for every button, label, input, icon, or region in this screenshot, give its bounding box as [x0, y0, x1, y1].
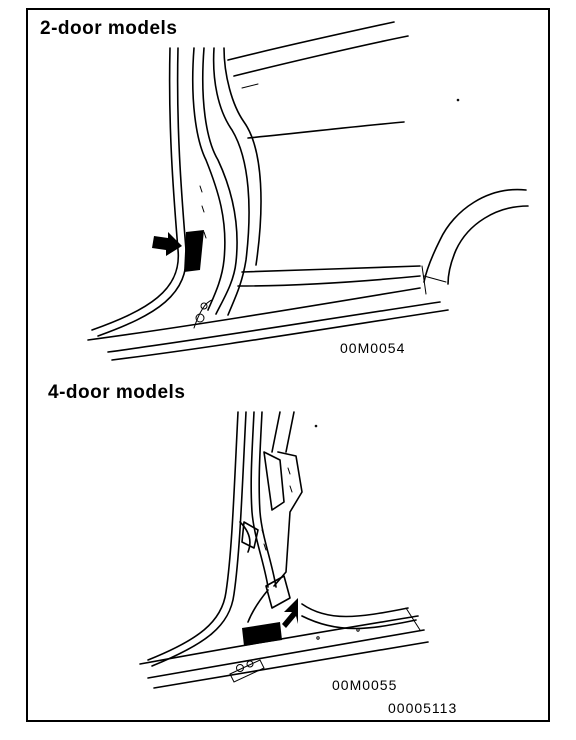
- heading-4-door: 4-door models: [48, 382, 186, 403]
- pillar-diagram-2-door: [87, 21, 529, 361]
- figure-code-2-door: 00M0054: [340, 340, 406, 356]
- figure-code-4-door: 00M0055: [332, 677, 398, 693]
- label-plate-2-door: [184, 230, 204, 272]
- label-plate-4-door: [242, 622, 282, 646]
- pillar-diagram-4-door: [139, 411, 429, 689]
- panel-2-door: 2-door models 00M0054: [28, 10, 548, 372]
- figure-footer-code: 00005113: [388, 700, 458, 716]
- panel-4-door: 4-door models 00M0055 00005113: [28, 372, 548, 722]
- heading-2-door: 2-door models: [40, 18, 178, 39]
- pointer-arrow-4-door-icon: [282, 598, 298, 628]
- figure-frame: 2-door models 00M0054: [26, 8, 550, 722]
- pointer-arrow-2-door-icon: [152, 232, 182, 256]
